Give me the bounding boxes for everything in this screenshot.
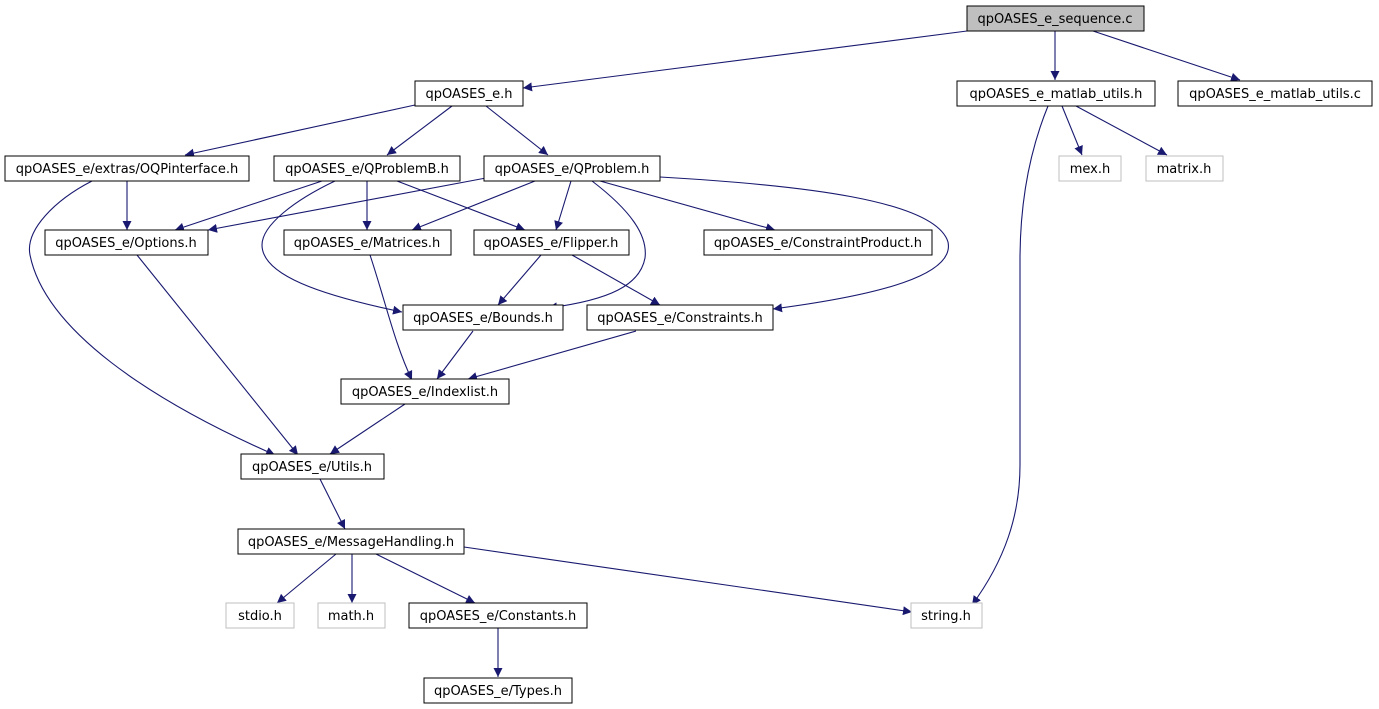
edge-qpb-flip [396,180,526,231]
node-label: qpOASES_e/Flipper.h [484,236,619,251]
node-label: qpOASES_e/extras/OQPinterface.h [16,162,238,177]
node-types-h[interactable]: qpOASES_e/Types.h [423,677,573,704]
edge-bnd-idx [436,330,474,380]
node-utils-h[interactable]: qpOASES_e/Utils.h [240,453,385,480]
edge-msg-stdio [276,553,337,604]
node-constraints-h[interactable]: qpOASES_e/Constraints.h [586,304,774,331]
edge-msg-cst [375,553,476,604]
node-stdio-h[interactable]: stdio.h [225,602,295,629]
node-qpoases-e-matlab-utils-c[interactable]: qpOASES_e_matlab_utils.c [1177,80,1373,107]
node-label: qpOASES_e/Types.h [434,684,562,699]
edge-qp-opt [207,177,487,233]
edge-seq-mlc [1092,30,1241,82]
node-qpoases-e-matlab-utils-h[interactable]: qpOASES_e_matlab_utils.h [956,80,1156,107]
edge-qp-con [659,176,949,313]
node-label: qpOASES_e/Constants.h [420,609,577,624]
edge-seq-qpoh [522,30,968,92]
edge-qpb-bnd [261,180,403,315]
node-label: matrix.h [1157,162,1212,177]
node-qpoases-e-h[interactable]: qpOASES_e.h [414,80,524,107]
edge-qp-mat [411,180,536,231]
edge-mlh-mex [1061,105,1083,156]
edge-oqp-utl [28,180,276,456]
edge-qpoh-oqp [184,104,416,158]
node-messagehandling-h[interactable]: qpOASES_e/MessageHandling.h [237,528,465,555]
edges-layer [28,30,1241,677]
node-mex-h[interactable]: mex.h [1058,155,1122,182]
node-label: mex.h [1070,162,1111,177]
node-label: qpOASES_e/Options.h [55,236,197,251]
node-label: qpOASES_e_matlab_utils.h [970,87,1143,102]
edge-opt-utl [136,254,299,456]
edge-qp-bnd [547,180,646,312]
edge-flip-con [571,254,661,306]
node-math-h[interactable]: math.h [317,602,386,629]
node-label: qpOASES_e/QProblemB.h [285,162,449,177]
edge-con-idx [467,330,637,381]
node-label: qpOASES_e/ConstraintProduct.h [714,236,922,251]
edge-qp-cp [599,180,776,232]
node-label: math.h [328,609,374,624]
node-label: qpOASES_e/Matrices.h [294,236,441,251]
node-label: qpOASES_e/Constraints.h [597,311,763,326]
edge-qp-flip [554,180,572,231]
node-label: stdio.h [238,609,282,624]
node-options-h[interactable]: qpOASES_e/Options.h [44,229,209,256]
edge-utl-msg [319,478,346,530]
edge-flip-bnd [497,254,542,306]
node-bounds-h[interactable]: qpOASES_e/Bounds.h [402,304,564,331]
edge-idx-utl [329,403,406,455]
nodes-layer: qpOASES_e_sequence.c qpOASES_e.h qpOASES… [4,5,1373,704]
node-label: qpOASES_e/Utils.h [252,460,372,475]
node-label: qpOASES_e/MessageHandling.h [248,535,454,550]
edge-qpoh-qpb [386,105,453,156]
edge-mlh-str [971,105,1049,606]
node-matrices-h[interactable]: qpOASES_e/Matrices.h [283,229,452,256]
edge-qpb-opt [174,180,323,232]
node-qproblem-h[interactable]: qpOASES_e/QProblem.h [483,155,661,182]
node-label: qpOASES_e.h [426,87,513,102]
node-matrix-h[interactable]: matrix.h [1145,155,1224,182]
node-flipper-h[interactable]: qpOASES_e/Flipper.h [473,229,630,256]
node-constants-h[interactable]: qpOASES_e/Constants.h [408,602,588,629]
edge-qpoh-qp [485,105,549,156]
edge-mat-idx [369,254,413,381]
node-label: qpOASES_e_matlab_utils.c [1189,87,1361,102]
node-label: qpOASES_e/Indexlist.h [352,385,498,400]
node-label: qpOASES_e_sequence.c [977,12,1132,27]
node-oqpinterface-h[interactable]: qpOASES_e/extras/OQPinterface.h [4,155,250,182]
edge-mlh-matrix [1075,105,1168,156]
node-string-h[interactable]: string.h [910,602,983,629]
node-qproblemb-h[interactable]: qpOASES_e/QProblemB.h [273,155,461,182]
node-label: qpOASES_e/QProblem.h [495,162,650,177]
node-qpoases-e-sequence-c[interactable]: qpOASES_e_sequence.c [966,5,1145,32]
edge-msg-str [463,546,913,616]
node-label: string.h [921,609,971,624]
node-label: qpOASES_e/Bounds.h [413,311,553,326]
node-indexlist-h[interactable]: qpOASES_e/Indexlist.h [340,378,510,405]
node-constraintproduct-h[interactable]: qpOASES_e/ConstraintProduct.h [703,229,933,256]
